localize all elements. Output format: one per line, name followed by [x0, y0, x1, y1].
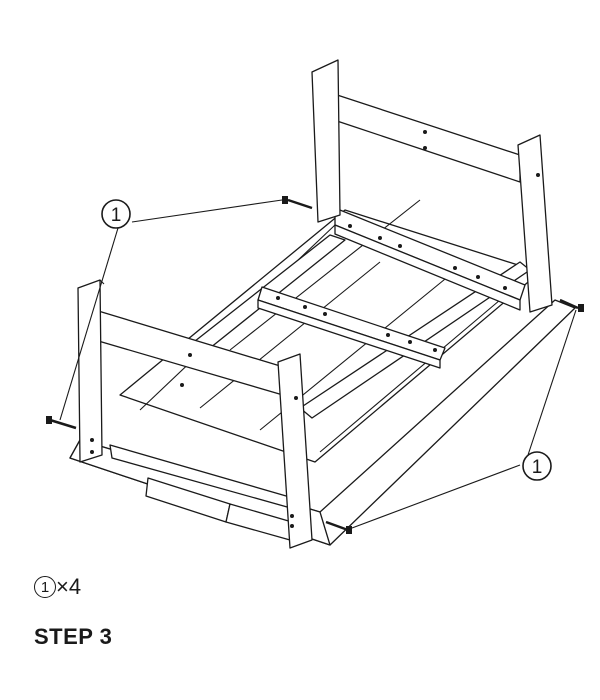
- callout-label: 1: [532, 457, 543, 478]
- back-leg-frame: [311, 59, 553, 313]
- assembly-diagram: 1 1: [46, 59, 584, 549]
- screw-icon: [325, 520, 352, 534]
- screw-icon: [282, 196, 313, 210]
- cross-brace-top: [334, 207, 526, 311]
- front-leg-frame: [77, 279, 313, 549]
- callout-bottom-right: 1: [522, 451, 552, 481]
- screw-icon: [559, 298, 584, 312]
- step-title: STEP 3: [34, 624, 113, 649]
- callout-leaders: [59, 199, 577, 529]
- parts-list: 1 ×4: [34, 574, 81, 600]
- part-number-badge: 1: [34, 576, 56, 598]
- part-quantity: ×4: [56, 574, 82, 599]
- cross-brace-middle: [257, 286, 446, 369]
- screw-icon: [46, 416, 77, 430]
- callout-top-left: 1: [101, 199, 131, 229]
- callout-label: 1: [111, 205, 122, 226]
